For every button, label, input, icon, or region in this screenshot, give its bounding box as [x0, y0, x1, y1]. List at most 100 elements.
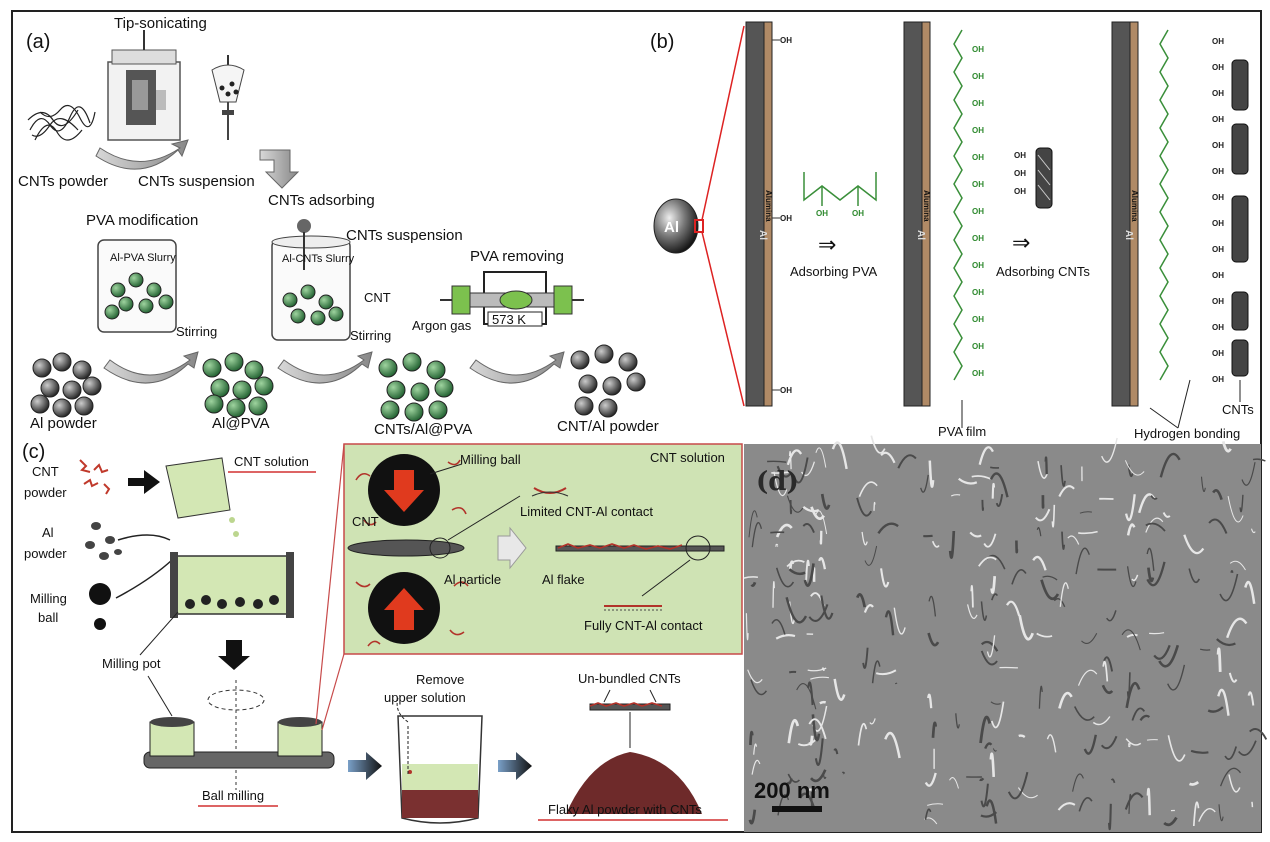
particle-icon — [310, 310, 326, 326]
pva-film-label: PVA film — [938, 424, 986, 439]
nanotube-strand — [1250, 528, 1256, 534]
nanotube-strand — [807, 667, 827, 672]
oh-label: OH — [1014, 169, 1026, 178]
nanotube-strand — [1103, 656, 1114, 672]
nanotube-strand — [802, 523, 815, 533]
nanotube-strand — [771, 619, 786, 635]
al-pva-particle-icon — [204, 394, 224, 414]
nanotube-strand — [1081, 632, 1098, 644]
zoom-line-top — [701, 25, 745, 221]
cnt-bundle-icon — [1231, 339, 1249, 377]
nanotube-strand — [1219, 767, 1242, 787]
oh-label: OH — [972, 369, 984, 378]
al-pva-particle-icon — [226, 398, 246, 418]
al-powder-particle-icon — [52, 352, 72, 372]
nanotube-strand — [1188, 781, 1200, 786]
nanotube-strand — [786, 495, 804, 513]
nanotube-strand — [1199, 648, 1211, 651]
particle-icon — [146, 282, 162, 298]
nanotube-strand — [808, 604, 829, 622]
oh-label: OH — [972, 342, 984, 351]
cnt-al-pva-particle-icon — [378, 358, 398, 378]
al-particle-label: Al — [664, 219, 679, 236]
cnts-suspension-label: CNTs suspension — [138, 173, 255, 190]
cnt-powder-label-1: CNT — [32, 464, 59, 479]
nanotube-strand — [771, 471, 790, 474]
nanotube-strand — [1126, 566, 1137, 588]
nanotube-strand — [820, 493, 831, 510]
al-flake-icon — [555, 545, 725, 552]
nanotube-strand — [775, 567, 795, 588]
nanotube-strand — [984, 742, 993, 750]
cnt-al-particle-icon — [594, 344, 614, 364]
nanotube-strand — [1101, 684, 1114, 695]
al-pva-particle-icon — [210, 378, 230, 398]
nanotube-strand — [801, 461, 816, 477]
nanotube-strand — [1146, 561, 1166, 587]
nanotube-strand — [990, 701, 1001, 705]
nanotube-strand — [1252, 458, 1266, 462]
nanotube-strand — [1217, 688, 1230, 716]
al-powder-label-1: Al — [42, 525, 54, 540]
flaky-powder-label: Flaky Al powder with CNTs — [548, 802, 702, 817]
oh-label: OH — [852, 209, 864, 218]
particle-icon — [290, 308, 306, 324]
nanotube-strand — [1018, 614, 1034, 641]
pouring-beaker-icon — [165, 457, 239, 537]
particle-icon — [282, 292, 298, 308]
zoom-line-bottom — [701, 231, 745, 407]
particle-icon — [110, 282, 126, 298]
nanotube-strand — [989, 472, 1009, 498]
nanotube-strand — [833, 678, 846, 701]
nanotube-strand — [931, 540, 940, 548]
nanotube-strand — [1100, 735, 1118, 750]
nanotube-strand — [767, 460, 787, 463]
cnt-bundle-icon — [1231, 59, 1249, 111]
surface-1: Al Alumina OH OH OH — [745, 21, 792, 407]
nanotube-strand — [863, 604, 874, 613]
cnts-suspension-label-2: CNTs suspension — [346, 227, 463, 244]
nanotube-strand — [927, 803, 944, 806]
nanotube-strand — [1150, 495, 1158, 500]
particle-icon — [300, 284, 316, 300]
pva-modification-label: PVA modification — [86, 212, 198, 229]
panel-d: (d) 200 nm — [743, 435, 1268, 832]
nanotube-strand — [1061, 531, 1066, 550]
arrow-icon — [103, 351, 199, 384]
nanotube-strand — [1226, 617, 1248, 639]
cnt-al-pva-particle-icon — [404, 402, 424, 422]
nanotube-strand — [796, 683, 817, 710]
nanotube-strand — [1251, 801, 1254, 808]
al-particle-icon — [347, 539, 465, 557]
adsorbing-cnts-label: Adsorbing CNTs — [996, 264, 1090, 279]
arrow-symbol-2: ⇒ — [1012, 230, 1030, 255]
nanotube-strand — [995, 493, 1004, 508]
pointer-line — [1177, 379, 1191, 429]
nanotube-strand — [818, 557, 827, 570]
arrow-symbol: ⇒ — [818, 232, 836, 257]
nanotube-strand — [1238, 740, 1257, 756]
limited-contact-label: Limited CNT-Al contact — [520, 504, 653, 519]
nanotube-strand — [990, 576, 997, 594]
oh-label: OH — [1212, 375, 1224, 384]
milling-ball-label-2: ball — [38, 610, 58, 625]
milling-ball-icon — [89, 583, 111, 605]
nanotube-strand — [819, 700, 827, 705]
nanotube-strand — [1079, 511, 1092, 514]
nanotube-strand — [1037, 460, 1048, 479]
nanotube-strand — [1102, 660, 1109, 682]
nanotube-strand — [1244, 580, 1256, 604]
inset-milling-ball-label: Milling ball — [460, 452, 521, 467]
nanotube-strand — [1060, 465, 1066, 487]
al-particle-icon — [653, 198, 699, 254]
oh-label: OH — [1212, 89, 1224, 98]
nanotube-strand — [1017, 787, 1038, 799]
oh-label: OH — [972, 153, 984, 162]
nanotube-strand — [1147, 567, 1155, 583]
oh-label: OH — [972, 45, 984, 54]
cnts-al-pva-label: CNTs/Al@PVA — [374, 421, 472, 438]
nanotube-strand — [924, 808, 932, 820]
panel-b: (b) Al Al Alumina OH OH OH OH OH ⇒ Adsor… — [650, 21, 1254, 441]
cnt-label: CNT — [364, 290, 391, 305]
